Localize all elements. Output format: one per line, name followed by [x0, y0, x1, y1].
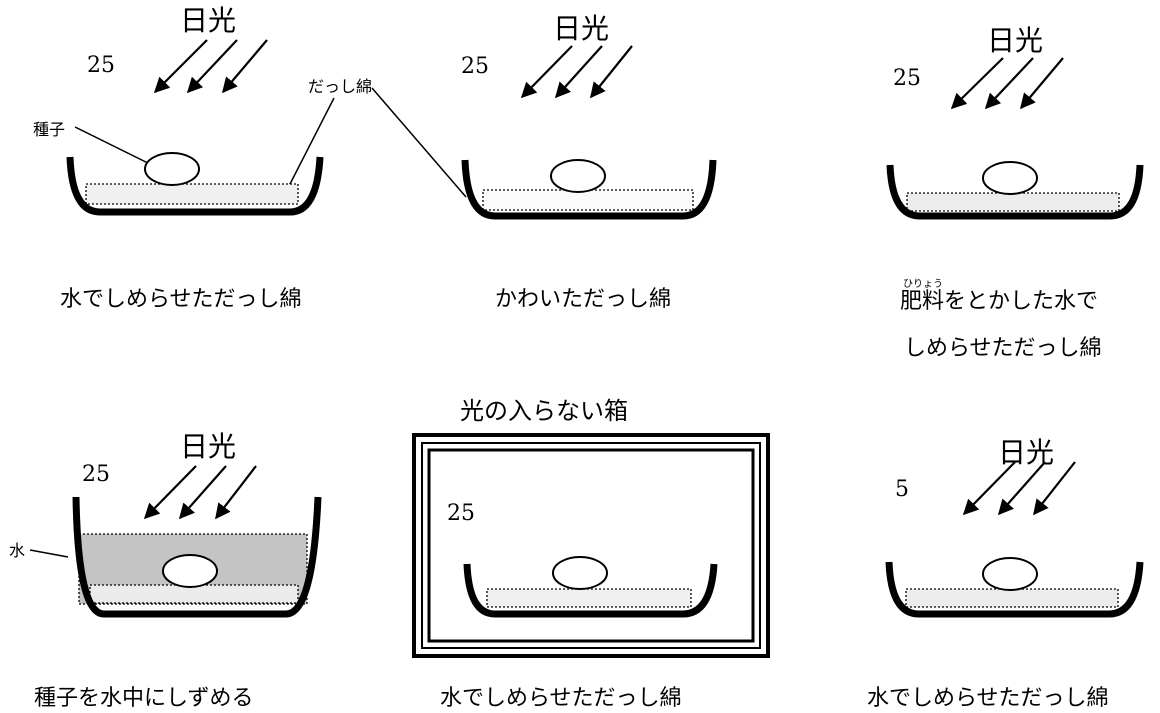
cotton-leader-line-2: [371, 87, 467, 198]
sunlight-arrows: [153, 39, 268, 94]
sunlight-label: 日光: [180, 4, 236, 37]
temperature-label: 25: [461, 54, 489, 79]
dish: [463, 563, 718, 618]
temperature-label: 25: [893, 66, 921, 91]
caption: 種子を水中にしずめる: [34, 686, 254, 711]
seed: [982, 557, 1038, 591]
sunlight-label: 日光: [553, 12, 609, 45]
caption: 水でしめらせただっし綿: [60, 287, 302, 312]
box-title: 光の入らない箱: [460, 397, 628, 425]
caption: 水でしめらせただっし綿: [867, 686, 1109, 711]
seed: [552, 556, 608, 590]
caption: かわいただっし綿: [495, 287, 671, 312]
seed-leader-line: [74, 126, 159, 169]
light-tight-box: [412, 433, 770, 658]
dish: [461, 159, 717, 220]
temperature-label: 5: [895, 477, 909, 502]
cotton-pad: [905, 588, 1119, 608]
cotton-pad: [482, 189, 694, 211]
caption: 水でしめらせただっし綿: [440, 686, 682, 711]
sunlight-arrows: [143, 465, 257, 520]
sunlight-label: 日光: [180, 430, 236, 463]
seed-label: 種子: [33, 120, 65, 139]
seed: [982, 161, 1038, 195]
panel-3: 日光 25 ひりょう 肥料をとかした水で しめらせただっし綿: [886, 24, 1144, 361]
panel-2: 日光 25 かわいただっし綿: [461, 12, 717, 312]
water-label: 水: [9, 541, 25, 560]
cotton-pad: [906, 192, 1120, 212]
cotton-pad: [85, 183, 299, 205]
cotton-label: だっし綿: [308, 77, 372, 96]
panel-4: 日光 25 水 種子を水中にしずめる: [9, 430, 322, 711]
temperature-label: 25: [87, 53, 115, 78]
cotton-pad: [486, 588, 692, 608]
panel-1: 日光 25 種子 だっし綿 水でしめらせただっし綿: [33, 4, 467, 312]
water-leader-line: [29, 549, 69, 558]
sunlight-arrows: [950, 57, 1064, 110]
dish: [72, 496, 322, 618]
temperature-label: 25: [447, 501, 475, 526]
caption-line-2: しめらせただっし綿: [904, 336, 1102, 361]
sunlight-arrows: [962, 461, 1076, 516]
sunlight-label: 日光: [998, 436, 1054, 469]
ruby-reading: ひりょう: [903, 278, 943, 290]
temperature-label: 25: [82, 462, 110, 487]
seed: [144, 152, 200, 186]
panel-6: 日光 5 水でしめらせただっし綿: [867, 436, 1144, 711]
cotton-leader-line: [288, 97, 335, 187]
seed: [550, 159, 606, 193]
caption-line-1: 肥料をとかした水で: [900, 289, 1098, 314]
panel-5: 光の入らない箱 25 水でしめらせただっし綿: [412, 397, 770, 711]
dish: [66, 156, 324, 216]
dish: [886, 164, 1144, 220]
seed: [162, 554, 218, 588]
sunlight-label: 日光: [987, 24, 1043, 57]
sunlight-arrows: [520, 45, 633, 99]
dish: [885, 561, 1144, 618]
